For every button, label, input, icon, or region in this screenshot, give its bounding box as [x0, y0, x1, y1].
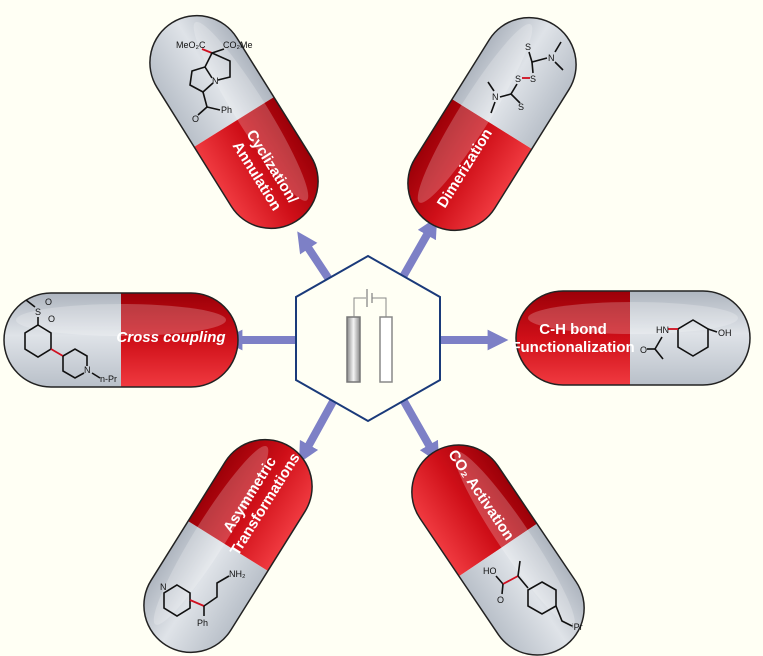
atom-label: S	[515, 74, 521, 84]
atom-label: S	[525, 42, 531, 52]
electrochemical-cell	[295, 254, 441, 423]
atom-label: S	[518, 102, 524, 112]
atom-label: S	[35, 307, 41, 317]
atom-label: O	[48, 314, 55, 324]
atom-label: N	[548, 53, 555, 63]
molecule-ch-bond: HN OH O	[640, 319, 732, 360]
atom-label: Ph	[197, 618, 208, 628]
molecule-asymmetric: N Ph NH₂	[160, 569, 246, 628]
wire	[353, 297, 366, 317]
atom-label: O	[192, 114, 199, 124]
pill-label: C-H bond	[539, 321, 606, 338]
atom-label: N	[84, 365, 91, 375]
pill-asymmetric[interactable]: Asymmetric Transformations	[126, 421, 330, 656]
hexagon	[295, 254, 441, 423]
atom-label: O	[640, 345, 647, 355]
atom-label: HO	[483, 566, 497, 576]
atom-label: N	[160, 582, 167, 592]
atom-label: N	[212, 76, 219, 86]
atom-label: OH	[718, 328, 732, 338]
molecule-co2: HO O ⁱPr	[483, 560, 583, 632]
atom-label: N	[492, 92, 499, 102]
atom-label: O	[45, 297, 52, 307]
wire	[372, 297, 387, 317]
molecule-dimerization: S N S S S N	[487, 41, 564, 114]
pill-ch-bond[interactable]: C-H bond Functionalization	[508, 290, 758, 386]
atom-label: Ph	[221, 105, 232, 115]
atom-label: n-Pr	[100, 374, 117, 384]
pill-dimerization[interactable]: Dimerization	[390, 0, 594, 249]
pill-label: Functionalization	[511, 339, 634, 356]
pill-label: Cross coupling	[116, 329, 225, 346]
cathode-electrode	[379, 316, 393, 383]
atom-label: NH₂	[229, 569, 246, 579]
atom-label: CO₂Me	[223, 40, 253, 50]
pill-cyclization[interactable]: Cyclization/ Annulation	[132, 0, 336, 247]
atom-label: ⁱPr	[572, 622, 583, 632]
atom-label: HN	[656, 325, 669, 335]
anode-electrode	[346, 316, 361, 383]
atom-label: O	[497, 595, 504, 605]
atom-label: MeO₂C	[176, 40, 206, 50]
molecule-cross-coupling: S O O N n-Pr	[24, 297, 117, 384]
molecule-cyclization: MeO₂C CO₂Me N Ph O	[176, 40, 253, 124]
atom-label: S	[530, 74, 536, 84]
